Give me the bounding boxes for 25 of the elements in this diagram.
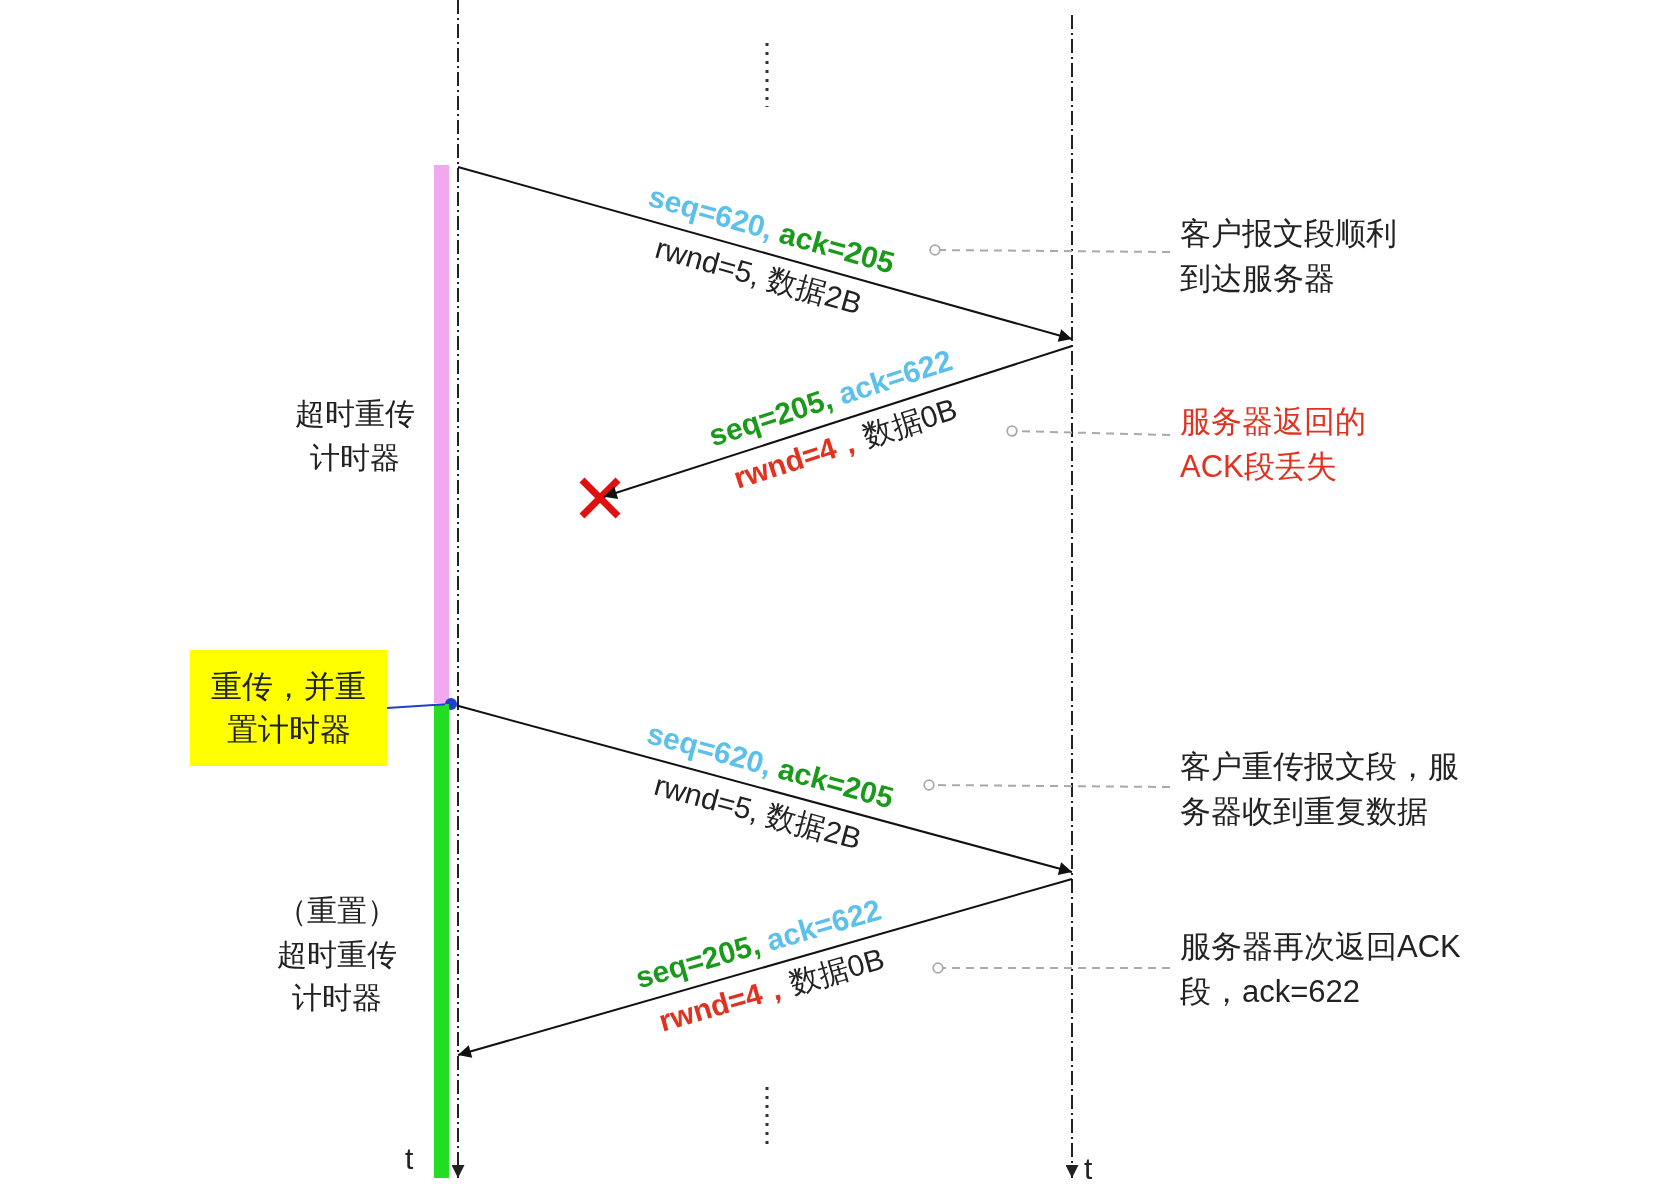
annotation-text: 服务器返回的ACK段丢失 (1180, 400, 1376, 490)
message-arrow (455, 704, 1073, 875)
time-label: t (405, 1142, 414, 1176)
timer-bar (434, 704, 449, 1178)
leader-line (923, 779, 1171, 791)
annotation-text: 服务器再次返回ACK段，ack=622 (1180, 925, 1466, 1015)
annotation-text: 客户报文段顺利到达服务器 (1180, 212, 1410, 302)
timer-bar (434, 165, 449, 703)
note-box: 重传，并重置计时器 (190, 650, 387, 766)
message-arrow (457, 166, 1073, 342)
edge-label: seq=620, ack=205 rwnd=5, 数据2B (643, 715, 899, 858)
message-arrow (602, 345, 1073, 499)
timer-label: 超时重传计时器 (294, 396, 416, 476)
timeline-arrow (1065, 14, 1079, 1179)
leader-line (932, 962, 1171, 974)
timeline-arrow (451, 0, 465, 1179)
loss-cross-icon (578, 476, 622, 520)
time-label: t (1084, 1152, 1093, 1186)
annotation-text: 客户重传报文段，服务器收到重复数据 (1180, 745, 1469, 835)
leader-line (1006, 425, 1171, 437)
leader-line (929, 244, 1171, 256)
edge-label: seq=205, ack=622 rwnd=4，数据0B (630, 891, 889, 1040)
connector-line (386, 703, 446, 709)
message-arrow (457, 878, 1073, 1058)
timer-label: （重置）超时重传计时器 (276, 893, 398, 1016)
